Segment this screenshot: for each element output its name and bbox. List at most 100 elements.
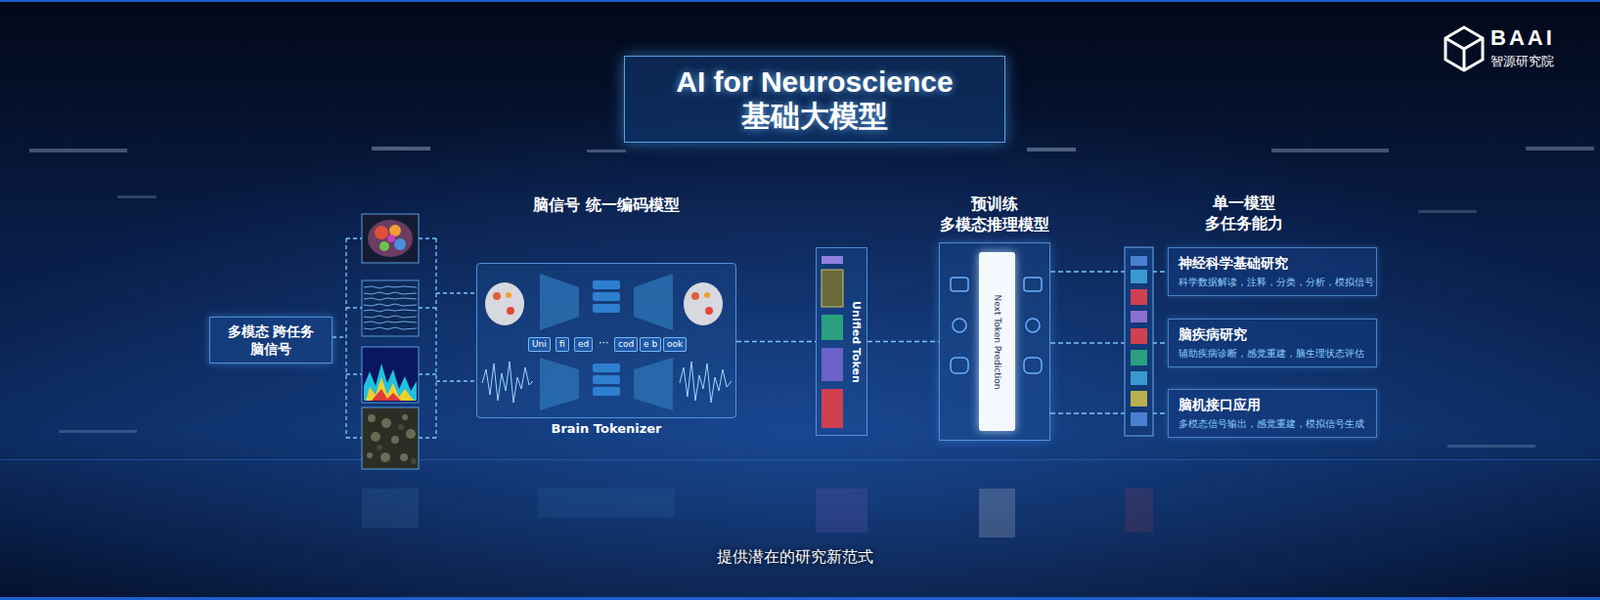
microscopy-thumbnail-part-part bbox=[401, 414, 408, 421]
token-chip: ed bbox=[574, 337, 593, 353]
node-subtext: Brain Tokenizer bbox=[477, 421, 736, 437]
microscopy-thumbnail-part-part bbox=[381, 418, 392, 429]
spectrum-thumbnail bbox=[361, 347, 419, 403]
tokenizer-art-part bbox=[691, 292, 700, 301]
output-token-column-part bbox=[1124, 247, 1154, 437]
token-blocks-part bbox=[821, 269, 844, 308]
tokenizer-art-part bbox=[679, 361, 732, 403]
horizon-line bbox=[0, 459, 1600, 461]
tokenizer-art-part bbox=[539, 357, 579, 411]
panel-fills-part bbox=[938, 242, 1051, 442]
tokenizer-art-part bbox=[633, 273, 673, 331]
wave-thumbnail bbox=[361, 280, 419, 337]
node-text: 脑疾病研究 bbox=[1178, 325, 1367, 345]
tokenizer-art-part bbox=[592, 363, 621, 373]
token-blocks bbox=[821, 256, 844, 429]
connector bbox=[736, 341, 816, 344]
output-token-column-part bbox=[1130, 412, 1148, 427]
light-streaks-part bbox=[1418, 210, 1477, 214]
reflections-part bbox=[361, 488, 419, 529]
token-blocks-part bbox=[821, 256, 844, 265]
light-streaks-part bbox=[586, 149, 626, 153]
microscopy-thumbnail-part-part bbox=[366, 452, 373, 459]
panel-fills-part bbox=[476, 263, 737, 419]
input-wires-part bbox=[345, 238, 347, 439]
microscopy-thumbnail-part-part bbox=[367, 414, 376, 423]
input-wires-part bbox=[346, 237, 362, 239]
panel-fills bbox=[476, 242, 1051, 442]
node-text: cod bbox=[618, 338, 634, 352]
output-token-column-part bbox=[1130, 311, 1148, 323]
output-token-column-part bbox=[1130, 269, 1148, 284]
title: AI for Neuroscience 基础大模型 bbox=[633, 65, 996, 134]
microscopy-thumbnail bbox=[361, 407, 419, 470]
input-wires-part bbox=[418, 307, 437, 309]
output-token-column-part bbox=[1130, 371, 1148, 386]
spectrum-thumbnail-part bbox=[365, 377, 415, 401]
brain-thumbnail-part bbox=[394, 238, 406, 251]
wave-thumbnail-part bbox=[363, 286, 417, 330]
node-text: 多模态 跨任务 脑信号 bbox=[218, 322, 324, 358]
tokenizer-art-part bbox=[705, 307, 713, 315]
input-wires-part bbox=[346, 307, 362, 309]
token-chip: cod bbox=[614, 337, 638, 353]
microscopy-thumbnail-part-part bbox=[380, 452, 391, 463]
reflections-part bbox=[815, 488, 868, 534]
microscopy-thumbnail-part bbox=[376, 424, 417, 465]
output-token-column-part bbox=[1130, 350, 1148, 366]
light-streaks-part bbox=[371, 146, 431, 151]
brain-thumbnail-part bbox=[387, 234, 396, 243]
bottom-bar bbox=[0, 597, 1600, 600]
wave-thumbnail-part-part bbox=[363, 310, 417, 312]
input-wires-part bbox=[418, 237, 437, 239]
tokenizer-art-part bbox=[683, 282, 723, 326]
tokenizer-art-part bbox=[592, 387, 621, 397]
token-column: Unified Token bbox=[815, 247, 868, 437]
brain-thumbnail bbox=[361, 214, 419, 264]
tokenizer-art-part bbox=[506, 307, 515, 315]
light-streaks-part bbox=[1447, 444, 1536, 448]
tokenizer-art-part bbox=[592, 292, 621, 302]
tokenizer-art-part bbox=[505, 292, 512, 299]
tokenizer-art-part bbox=[485, 282, 525, 326]
node-text: e b bbox=[643, 338, 658, 352]
task-box: 神经科学基础研究科学数据解读，注释，分类，分析，模拟信号 bbox=[1167, 247, 1378, 297]
output-token-column-part bbox=[1130, 328, 1148, 345]
light-streaks bbox=[29, 146, 1595, 448]
tokenizer-art-part bbox=[539, 273, 579, 331]
microscopy-thumbnail-part bbox=[366, 414, 416, 463]
reflections-part bbox=[537, 488, 675, 519]
wave-thumbnail-part-part bbox=[363, 286, 417, 289]
reflections-part bbox=[1124, 488, 1154, 534]
wave-thumbnail-part-part bbox=[363, 315, 417, 318]
node-text: ook bbox=[666, 338, 683, 352]
node-subtext: 科学数据解读，注释，分类，分析，模拟信号 bbox=[1178, 275, 1367, 289]
tokenizer-art bbox=[482, 273, 732, 411]
output-token-column bbox=[1124, 247, 1154, 437]
logo-icon-part bbox=[1445, 38, 1483, 49]
model-icons-part bbox=[952, 318, 967, 333]
microscopy-thumbnail-part-part bbox=[400, 453, 408, 462]
node-text: fi bbox=[559, 338, 566, 352]
input-wires-part bbox=[332, 336, 347, 338]
model-icons-part bbox=[1023, 357, 1042, 374]
light-streaks-part bbox=[29, 148, 128, 153]
tokenizer-art-part bbox=[633, 357, 673, 411]
input-wires-part bbox=[418, 437, 437, 439]
light-streaks-part bbox=[1026, 147, 1076, 152]
microscopy-thumbnail-part-part bbox=[398, 424, 404, 431]
tokenizer-art-part bbox=[492, 292, 501, 301]
input-wires-part bbox=[436, 292, 477, 294]
output-token-column-part bbox=[1130, 256, 1148, 267]
node-text: 神经科学基础研究 bbox=[1178, 254, 1367, 273]
token-chip: ook bbox=[663, 337, 687, 353]
tokenizer-art-part bbox=[592, 304, 621, 313]
model-panel: 预训练 多模态推理模型Next Token Prediction bbox=[938, 242, 1051, 442]
model-icons-part bbox=[950, 277, 969, 292]
token-chip: fi bbox=[555, 337, 570, 353]
token-blocks-part bbox=[821, 389, 844, 429]
task-box: 脑机接口应用多模态信号输出，感觉重建，模拟信号生成 bbox=[1167, 389, 1378, 439]
brain-thumbnail-part bbox=[361, 214, 419, 264]
